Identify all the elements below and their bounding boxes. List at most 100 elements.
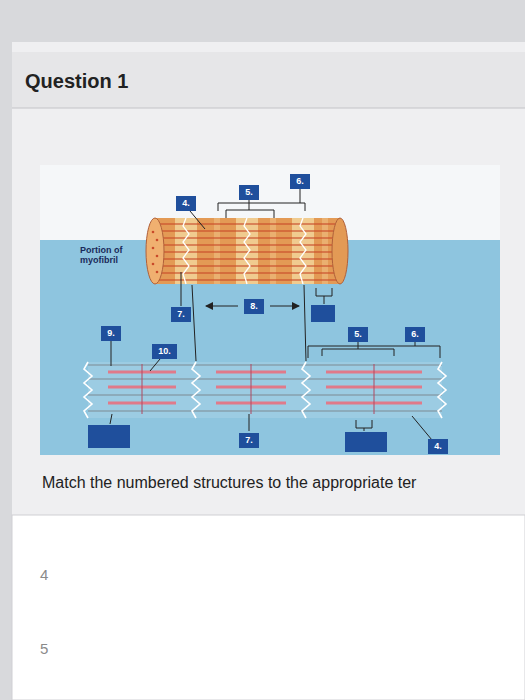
svg-g [88, 365, 442, 411]
svg-rect [88, 425, 130, 448]
svg-polyline [218, 203, 305, 211]
callout-number: 7. [177, 309, 185, 319]
callout-number: 6. [296, 176, 304, 186]
svg-polyline [249, 199, 250, 210]
callout-number: 5. [354, 329, 362, 339]
callout-number: 8. [250, 301, 258, 311]
svg-line [155, 279, 340, 280]
svg-line [206, 306, 238, 307]
svg-line [324, 296, 325, 304]
question-title: Question 1 [25, 70, 128, 93]
svg-line [251, 364, 252, 414]
svg-polyline [192, 362, 200, 418]
svg-line [304, 285, 306, 361]
header-rule [12, 108, 525, 109]
callout-box: 6. [290, 174, 310, 189]
item-number: 5 [40, 640, 48, 657]
svg-polyline [300, 218, 306, 284]
callout-box: 8. [244, 299, 264, 314]
svg-rect [155, 218, 340, 284]
svg-rect [236, 218, 258, 284]
callout-number: 7. [245, 435, 253, 445]
svg-g [183, 218, 306, 284]
svg-line [412, 416, 432, 440]
svg-polyline [322, 349, 394, 356]
myofibril-cylinder [146, 218, 348, 284]
svg-line [110, 414, 112, 424]
svg-line [88, 364, 442, 365]
svg-circle [156, 255, 159, 258]
leader-lines [110, 189, 440, 440]
callout-box: 4. [176, 196, 196, 211]
svg-line [88, 410, 442, 411]
callout-box: 5. [348, 327, 368, 342]
svg-line [155, 265, 340, 266]
svg-line [150, 359, 160, 371]
svg-line [142, 364, 143, 414]
svg-polyline [183, 218, 189, 284]
callout-number: 5. [245, 187, 253, 197]
svg-rect [175, 218, 197, 284]
svg-circle [152, 231, 155, 234]
callout-box: 5. [239, 185, 259, 200]
blank-answer-boxes [88, 305, 387, 452]
callout-box: 7. [171, 307, 191, 322]
svg-g [152, 231, 159, 274]
callout-box: 10. [152, 344, 177, 359]
svg-line [374, 364, 375, 414]
svg-line [190, 211, 205, 229]
svg-ellipse [332, 218, 348, 284]
svg-line [364, 428, 365, 431]
svg-line [192, 285, 196, 361]
svg-circle [152, 263, 155, 266]
svg-g [155, 224, 340, 280]
instruction-text: Match the numbered structures to the app… [42, 474, 416, 492]
svg-polyline [300, 189, 301, 203]
svg-rect [88, 362, 442, 418]
figure-label: Portion of myofibril [80, 245, 144, 265]
svg-circle [152, 247, 155, 250]
svg-rect [322, 218, 328, 284]
svg-polyline [308, 346, 440, 358]
svg-line [155, 223, 340, 224]
svg-rect [311, 305, 335, 322]
svg-line [88, 394, 442, 395]
svg-line [249, 414, 250, 431]
card [12, 42, 525, 700]
svg-polyline [84, 362, 92, 418]
callout-box: 9. [101, 326, 121, 341]
item-number: 4 [40, 566, 48, 583]
svg-line [270, 306, 299, 307]
svg-rect [292, 218, 314, 284]
svg-line [111, 341, 112, 366]
callout-number: 9. [107, 328, 115, 338]
sarcomere-enlarged [84, 362, 446, 418]
header-band [12, 52, 525, 108]
svg-polyline [316, 288, 332, 296]
svg-rect [270, 218, 276, 284]
callout-number: 4. [182, 198, 190, 208]
svg-g [142, 364, 374, 414]
svg-g [108, 372, 422, 403]
callout-number: 4. [434, 441, 442, 451]
svg-rect [345, 432, 387, 452]
svg-polyline [356, 420, 372, 428]
answer-area [12, 515, 525, 700]
callout-box: 7. [239, 433, 259, 448]
callout-number: 10. [158, 346, 171, 356]
svg-polyline [302, 362, 310, 418]
svg-ellipse [146, 218, 164, 284]
svg-circle [156, 239, 159, 242]
svg-polyline [226, 210, 274, 218]
svg-polyline [438, 362, 446, 418]
svg-rect [214, 218, 220, 284]
callout-box: 4. [428, 439, 448, 454]
svg-g [84, 362, 446, 418]
svg-line [88, 378, 442, 379]
callout-number: 6. [411, 329, 419, 339]
svg-line [181, 272, 182, 306]
callout-box: 6. [405, 327, 425, 342]
